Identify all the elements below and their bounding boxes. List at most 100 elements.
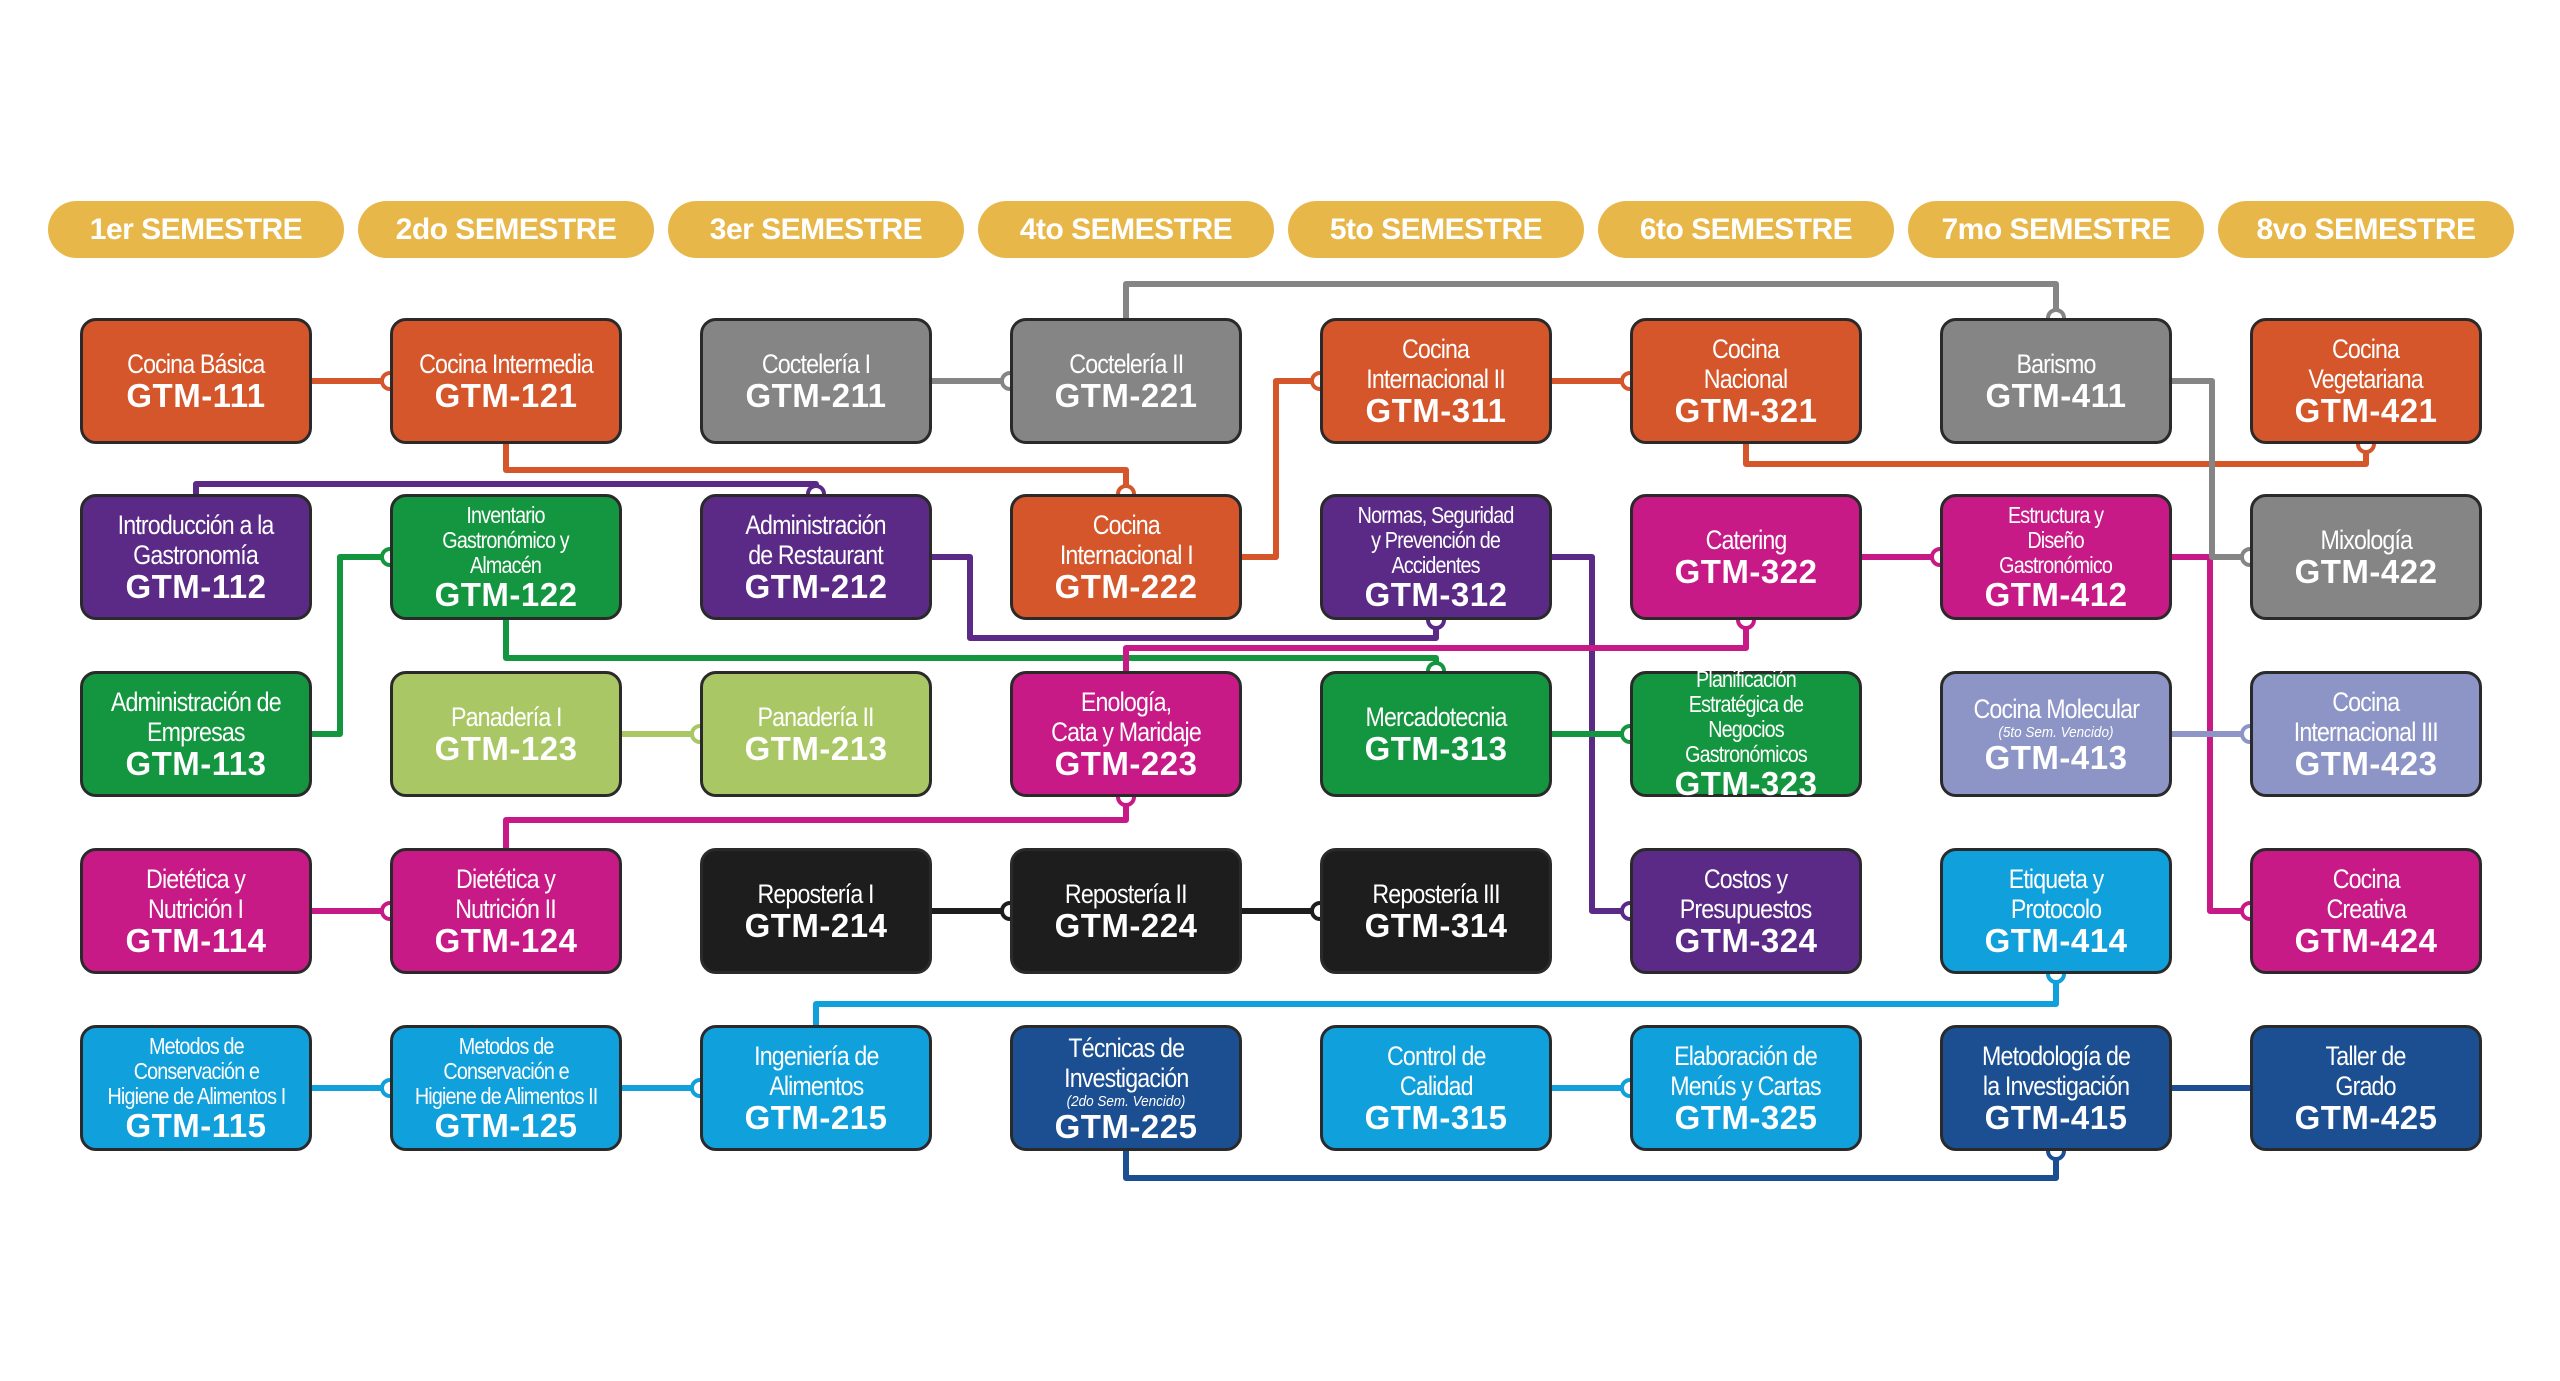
semester-header-2: 2do SEMESTRE (358, 201, 654, 258)
line-112-212-path (193, 481, 819, 494)
course-name: Taller de Grado (2325, 1041, 2407, 1101)
line-111-121 (312, 371, 400, 391)
course-code: GTM-315 (1364, 1099, 1508, 1136)
course-code: GTM-425 (2294, 1099, 2438, 1136)
course-code: GTM-421 (2294, 392, 2438, 429)
course-code: GTM-225 (1054, 1107, 1198, 1145)
course-code: GTM-325 (1674, 1099, 1818, 1136)
course-name: Mercadotecnia (1365, 702, 1507, 732)
course-name: Cocina Vegetariana (2308, 334, 2424, 394)
line-224-314 (1242, 901, 1330, 921)
course-code: GTM-412 (1984, 575, 2128, 613)
line-114-124 (312, 901, 400, 921)
course-code: GTM-313 (1364, 730, 1508, 767)
course-code: GTM-111 (126, 377, 266, 414)
course-name: Cocina Básica (127, 349, 265, 379)
course-code: GTM-322 (1674, 553, 1818, 590)
course-code: GTM-222 (1054, 568, 1198, 605)
semester-header-5: 5to SEMESTRE (1288, 201, 1584, 258)
course-note: (2do Sem. Vencido) (1066, 1092, 1186, 1110)
course-name: Cocina Internacional III (2293, 687, 2439, 747)
course-code: GTM-414 (1984, 922, 2128, 959)
course-name: Dietética y Nutrición II (455, 864, 558, 924)
course-name: Metodos de Conservación e Higiene de Ali… (414, 1032, 598, 1109)
course-name: Panadería II (757, 702, 875, 732)
course-name: Repostería III (1372, 879, 1500, 909)
line-113-122-path (312, 554, 390, 737)
course-code: GTM-221 (1054, 377, 1198, 414)
course-name: Costos y Presupuestos (1680, 864, 1813, 924)
course-name: Cocina Internacional II (1366, 334, 1506, 394)
line-125-215 (622, 1078, 710, 1098)
course-code: GTM-211 (745, 377, 887, 414)
course-code: GTM-312 (1364, 575, 1508, 613)
course-code: GTM-112 (125, 568, 267, 605)
course-code: GTM-115 (125, 1106, 267, 1144)
course-box-gtm-312[interactable]: Normas, Seguridad y Prevención de Accide… (1320, 494, 1552, 620)
semester-header-6: 6to SEMESTRE (1598, 201, 1894, 258)
course-name: Metodología de la Investigación (1981, 1041, 2131, 1101)
course-name: Barismo (2016, 349, 2096, 379)
course-box-gtm-225[interactable]: Técnicas de Investigación(2do Sem. Venci… (1010, 1025, 1242, 1151)
course-code: GTM-324 (1674, 922, 1818, 959)
course-code: GTM-121 (434, 377, 578, 414)
line-223-124 (503, 787, 1136, 848)
course-name: Control de Calidad (1386, 1041, 1486, 1101)
course-note: (5to Sem. Vencido) (1998, 723, 2114, 741)
course-code: GTM-321 (1674, 392, 1818, 429)
course-name: Repostería II (1065, 879, 1188, 909)
course-name: Dietética y Nutrición I (146, 864, 247, 924)
course-code: GTM-422 (2294, 553, 2438, 590)
course-name: Coctelería I (761, 349, 871, 379)
course-name: Repostería I (757, 879, 875, 909)
line-315-325 (1552, 1078, 1640, 1098)
course-name: Cocina Molecular (1973, 693, 2139, 724)
course-name: Panadería I (450, 702, 562, 732)
course-code: GTM-311 (1365, 392, 1507, 429)
semester-header-8: 8vo SEMESTRE (2218, 201, 2514, 258)
line-215-325-path (813, 974, 2059, 1025)
course-box-gtm-115[interactable]: Metodos de Conservación e Higiene de Ali… (80, 1025, 312, 1151)
course-name: Metodos de Conservación e Higiene de Ali… (107, 1032, 286, 1109)
course-box-gtm-323[interactable]: Planificación Estratégica de Negocios Ga… (1630, 667, 1862, 801)
course-code: GTM-411 (1985, 377, 2127, 414)
course-box-gtm-125[interactable]: Metodos de Conservación e Higiene de Ali… (390, 1025, 622, 1151)
course-name: Coctelería II (1068, 349, 1184, 379)
course-code: GTM-314 (1364, 907, 1508, 944)
course-box-gtm-413[interactable]: Cocina Molecular(5to Sem. Vencido)GTM-41… (1940, 671, 2172, 797)
